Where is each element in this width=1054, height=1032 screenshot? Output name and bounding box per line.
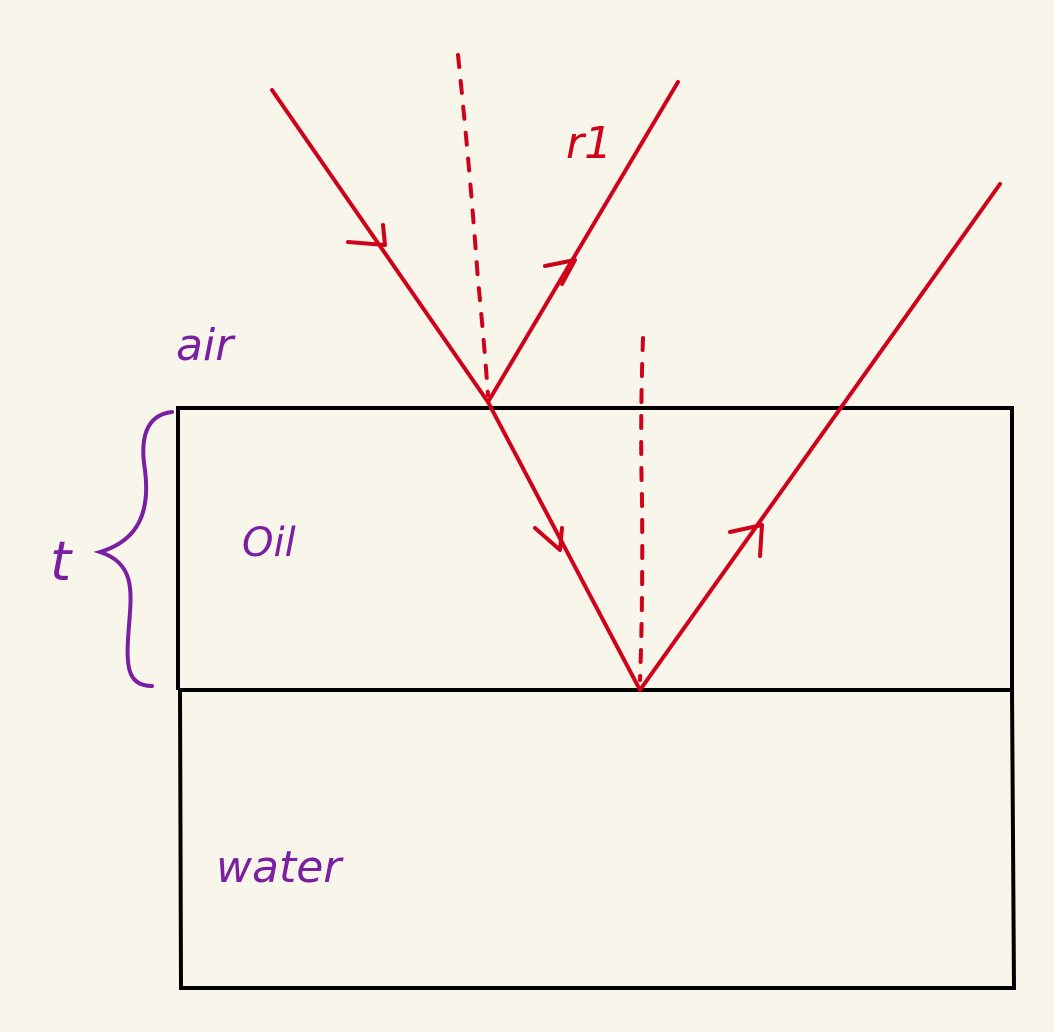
reflected-ray-r1-arrow — [543, 258, 577, 286]
oil-layer — [176, 406, 1014, 690]
reflected-ray-r1 — [486, 80, 680, 404]
normal-line-top — [456, 53, 490, 397]
label-thickness: t — [50, 530, 73, 593]
thickness-brace — [93, 410, 174, 688]
label-oil: Oil — [242, 520, 296, 566]
label-air: air — [176, 320, 236, 371]
oil-layer-outline — [176, 406, 1014, 690]
refracted-ray — [486, 400, 642, 692]
reflected-ray-r2 — [638, 182, 1002, 692]
refracted-ray-arrow — [533, 526, 564, 552]
label-ray-r1: r1 — [566, 118, 612, 169]
label-water: water — [216, 842, 344, 893]
incident-ray-arrow — [346, 223, 387, 247]
water-layer-outline — [178, 688, 1017, 990]
reflected-ray-r2-arrow — [728, 523, 764, 558]
normal-line-bottom — [638, 336, 645, 682]
water-layer — [178, 688, 1017, 990]
